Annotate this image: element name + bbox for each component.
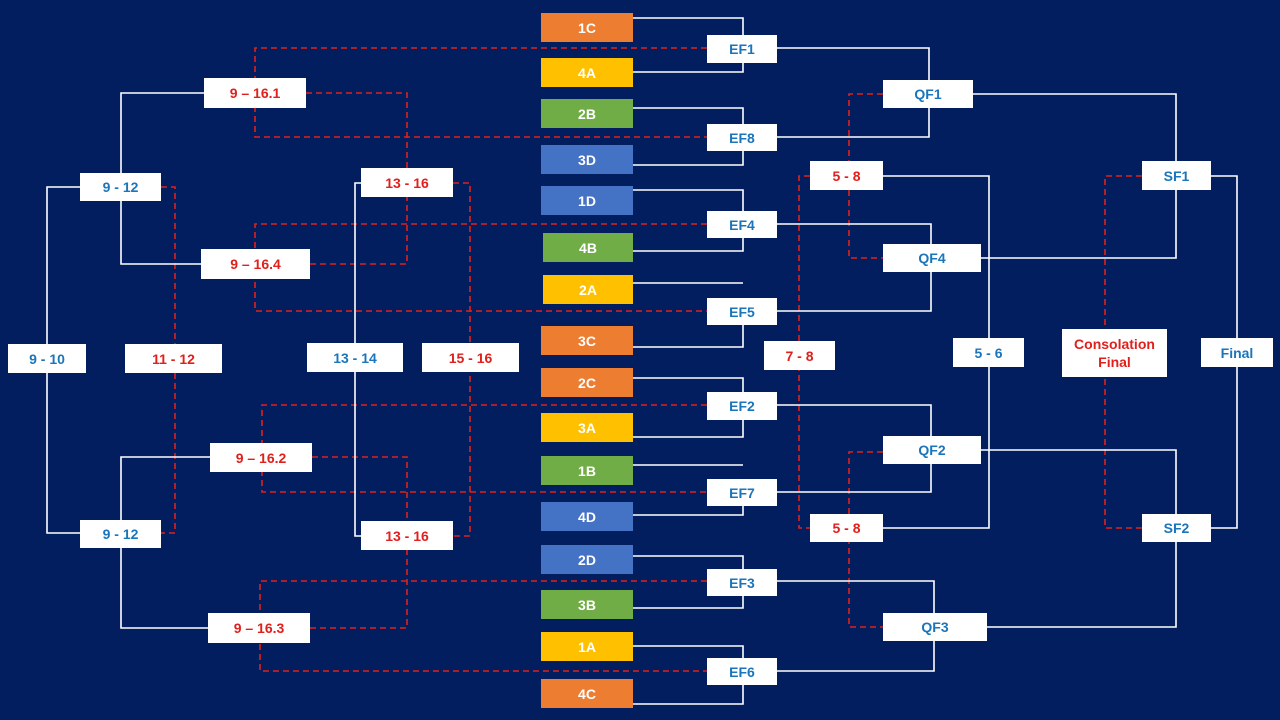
- team-label: 4B: [579, 239, 597, 256]
- team-3c: 3C: [541, 326, 633, 355]
- match-sf2: SF2: [1142, 514, 1211, 542]
- team-3a: 3A: [541, 413, 633, 442]
- match-ef1: EF1: [707, 35, 777, 63]
- team-4c: 4C: [541, 679, 633, 708]
- team-label: 3D: [578, 151, 596, 168]
- team-label: 4D: [578, 508, 596, 525]
- team-4b: 4B: [543, 233, 633, 262]
- team-label: 1A: [578, 638, 596, 655]
- match-9-12-top: 9 - 12: [80, 173, 161, 201]
- match-9-10: 9 - 10: [8, 344, 86, 373]
- match-ef8: EF8: [707, 124, 777, 151]
- team-1c: 1C: [541, 13, 633, 42]
- match-5-6: 5 - 6: [953, 338, 1024, 367]
- match-5-8-top: 5 - 8: [810, 161, 883, 190]
- team-label: 2D: [578, 551, 596, 568]
- match-9-16-1: 9 – 16.1: [204, 78, 306, 108]
- match-ef6: EF6: [707, 658, 777, 685]
- team-2b: 2B: [541, 99, 633, 128]
- match-qf2: QF2: [883, 436, 981, 464]
- team-label: 3A: [578, 419, 596, 436]
- team-label: 4A: [578, 64, 596, 81]
- team-label: 3C: [578, 332, 596, 349]
- match-consolation-final: Consolation Final: [1062, 329, 1167, 377]
- match-ef2: EF2: [707, 392, 777, 420]
- match-qf1: QF1: [883, 80, 973, 108]
- consolation-final-label: Consolation Final: [1074, 336, 1155, 370]
- match-11-12: 11 - 12: [125, 344, 222, 373]
- match-5-8-bottom: 5 - 8: [810, 514, 883, 542]
- team-3b: 3B: [541, 590, 633, 619]
- match-13-16-bottom: 13 - 16: [361, 521, 453, 550]
- team-4d: 4D: [541, 502, 633, 531]
- team-label: 2B: [578, 105, 596, 122]
- match-15-16: 15 - 16: [422, 343, 519, 372]
- match-sf1: SF1: [1142, 161, 1211, 190]
- team-3d: 3D: [541, 145, 633, 174]
- match-qf4: QF4: [883, 244, 981, 272]
- match-final: Final: [1201, 338, 1273, 367]
- match-ef3: EF3: [707, 569, 777, 596]
- team-1b: 1B: [541, 456, 633, 485]
- match-ef7: EF7: [707, 479, 777, 506]
- match-9-16-3: 9 – 16.3: [208, 613, 310, 643]
- match-ef4: EF4: [707, 211, 777, 238]
- match-9-16-2: 9 – 16.2: [210, 443, 312, 472]
- match-7-8: 7 - 8: [764, 341, 835, 370]
- team-label: 1C: [578, 19, 596, 36]
- team-2a: 2A: [543, 275, 633, 304]
- team-2d: 2D: [541, 545, 633, 574]
- team-1d: 1D: [541, 186, 633, 215]
- match-9-12-bottom: 9 - 12: [80, 520, 161, 548]
- match-qf3: QF3: [883, 613, 987, 641]
- match-13-16-top: 13 - 16: [361, 168, 453, 197]
- match-9-16-4: 9 – 16.4: [201, 249, 310, 279]
- team-label: 3B: [578, 596, 596, 613]
- team-label: 1B: [578, 462, 596, 479]
- main-lines: [46, 17, 1238, 705]
- team-label: 4C: [578, 685, 596, 702]
- team-label: 1D: [578, 192, 596, 209]
- team-2c: 2C: [541, 368, 633, 397]
- match-13-14: 13 - 14: [307, 343, 403, 372]
- team-1a: 1A: [541, 632, 633, 661]
- team-label: 2C: [578, 374, 596, 391]
- team-label: 2A: [579, 281, 597, 298]
- match-ef5: EF5: [707, 298, 777, 325]
- team-4a: 4A: [541, 58, 633, 87]
